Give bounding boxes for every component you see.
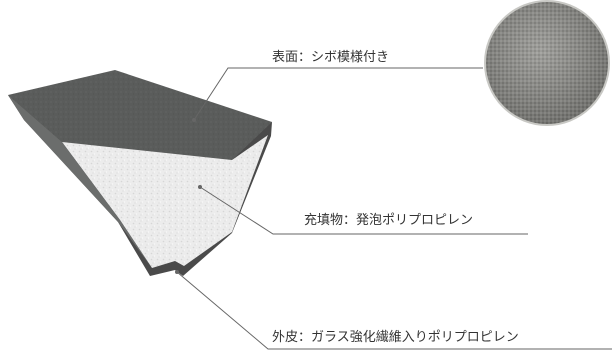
- label-filler: 充填物：発泡ポリプロピレン: [304, 213, 474, 228]
- label-skin: 外皮：ガラス強化繊維入りポリプロピレン: [272, 330, 519, 345]
- leader-dot-surface: [192, 118, 196, 122]
- leader-line-skin: [176, 271, 612, 350]
- leader-dot-filler: [198, 185, 202, 189]
- leader-line-filler: [199, 186, 528, 235]
- side-face: [8, 95, 152, 268]
- texture-closeup-icon: [484, 0, 610, 126]
- leader-line-surface: [193, 67, 483, 121]
- leader-dot-skin: [175, 270, 179, 274]
- foam-filler: [62, 135, 268, 268]
- top-surface: [8, 70, 272, 160]
- label-surface: 表面：シボ模様付き: [272, 50, 390, 65]
